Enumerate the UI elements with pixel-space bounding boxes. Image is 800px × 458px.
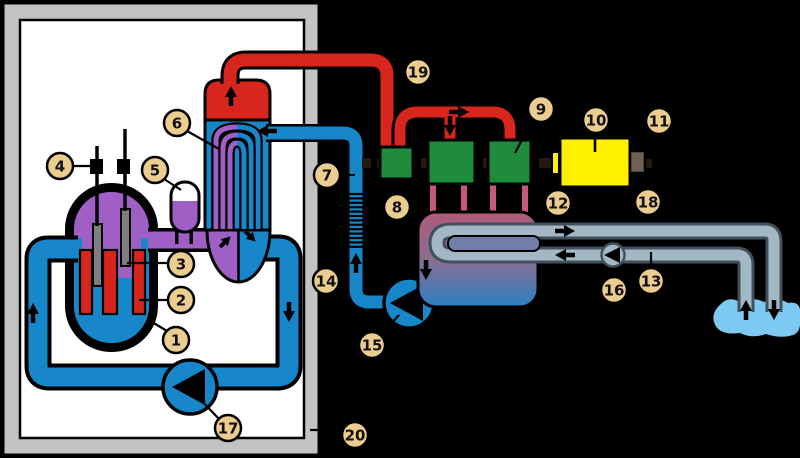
- label-11-number: 11: [649, 112, 670, 130]
- primary-coolant-loop: [24, 228, 303, 416]
- control-rod: [120, 208, 131, 267]
- label-12-circle: [543, 188, 573, 218]
- steam-generator-u-tubes: [211, 122, 263, 229]
- label-3-number: 3: [176, 255, 186, 273]
- condenser-tube-bundle: [447, 235, 541, 252]
- label-6-circle: [162, 108, 192, 138]
- feedwater-line: [266, 124, 392, 311]
- label-6-number: 6: [172, 114, 182, 132]
- label-10-number: 10: [586, 111, 607, 129]
- fuel-rod: [101, 248, 119, 316]
- label-7-number: 7: [322, 166, 332, 184]
- steam-generator: [203, 78, 272, 284]
- steam-dome: [203, 78, 272, 122]
- label-2-circle: [166, 285, 196, 315]
- label-5-leader: [163, 178, 182, 191]
- label-15-leader: [381, 314, 400, 335]
- label-16-number: 16: [604, 281, 625, 299]
- label-14-circle: [311, 266, 341, 296]
- label-1-number: 1: [171, 331, 181, 349]
- label-17-number: 17: [218, 419, 239, 437]
- label-12-number: 12: [548, 194, 569, 212]
- label-13-circle: [636, 266, 666, 296]
- label-8-number: 8: [392, 198, 402, 216]
- label-16-circle: [599, 275, 629, 305]
- reactor-pressure-vessel: [65, 129, 158, 352]
- label-7-circle: [312, 160, 342, 190]
- label-1-leader: [151, 321, 168, 332]
- label-9-leader: [514, 118, 534, 154]
- exciter: [628, 149, 647, 175]
- label-18-circle: [633, 187, 663, 217]
- label-17-circle: [213, 413, 243, 443]
- label-14-number: 14: [316, 272, 337, 290]
- pressurizer: [169, 180, 201, 234]
- label-19-number: 19: [408, 63, 429, 81]
- label-5-number: 5: [150, 161, 160, 179]
- main-steam-line: [220, 50, 397, 148]
- label-6-leader: [186, 130, 220, 150]
- pump-rotor-icon: [604, 247, 620, 263]
- fuel-rod: [78, 248, 94, 316]
- label-10-circle: [581, 105, 611, 135]
- label-17-leader: [198, 397, 220, 420]
- label-2-number: 2: [176, 291, 186, 309]
- label-20-number: 20: [345, 426, 366, 444]
- feedwater-ribbed-section: [349, 192, 364, 248]
- high-pressure-turbine: [378, 145, 415, 181]
- label-15-circle: [357, 330, 387, 360]
- label-20-circle: [340, 420, 370, 450]
- label-4-circle: [45, 151, 75, 181]
- label-18-number: 18: [638, 193, 659, 211]
- low-pressure-turbine-2: [486, 138, 533, 186]
- label-1-circle: [161, 325, 191, 355]
- control-rod-drive: [117, 159, 130, 174]
- cooling-water-loop: [428, 222, 783, 312]
- label-13-number: 13: [641, 272, 662, 290]
- label-11-circle: [644, 106, 674, 136]
- control-rod: [92, 223, 103, 287]
- cooling-water-body: [713, 299, 800, 337]
- label-8-circle: [382, 192, 412, 222]
- low-pressure-turbine-1: [426, 138, 477, 186]
- label-19-circle: [403, 57, 433, 87]
- pump-rotor-icon: [172, 369, 205, 405]
- label-5-circle: [140, 155, 170, 185]
- label-15-number: 15: [362, 336, 383, 354]
- label-4-number: 4: [55, 157, 65, 175]
- pump-rotor-icon: [390, 285, 423, 321]
- fuel-rod: [131, 248, 147, 316]
- label-9-number: 9: [536, 100, 546, 118]
- label-3-circle: [166, 249, 196, 279]
- label-9-circle: [526, 94, 556, 124]
